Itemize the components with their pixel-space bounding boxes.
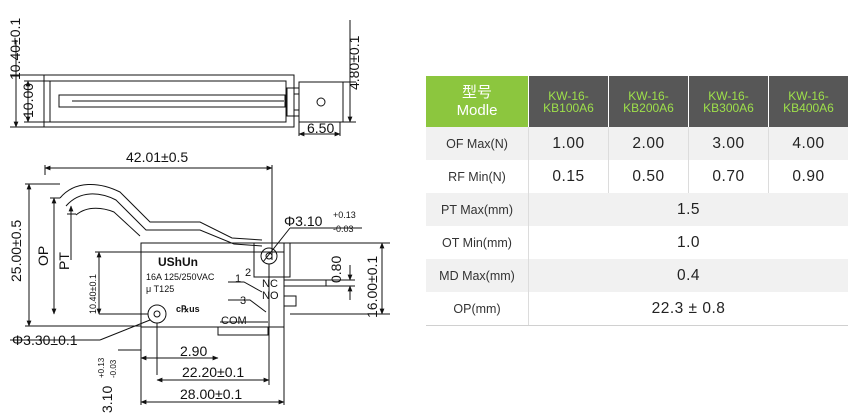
table-cell: 0.15: [528, 160, 609, 193]
terminal-3-label: 3: [240, 295, 246, 307]
spec-table: 型号 Modle KW-16- KB100A6 KW-16- KB200A6 K…: [426, 76, 848, 326]
dim-top-width: 10.40±0.1: [7, 18, 23, 80]
terminal-1-label: 1: [235, 273, 241, 285]
dim-hole-big-tol-dn: -0.03: [333, 224, 354, 234]
model-4-line1: KW-16-: [788, 88, 829, 103]
dim-body-length: 28.00±0.1: [180, 386, 242, 402]
header-model-4: KW-16- KB400A6: [768, 76, 848, 127]
model-3-line2: KB300A6: [703, 100, 754, 115]
row-label: RF Min(N): [426, 160, 529, 193]
no-label: NO: [262, 290, 279, 302]
table-cell: 1.0: [528, 226, 848, 259]
row-label: OF Max(N): [426, 127, 529, 160]
header-model-label: 型号 Modle: [426, 76, 529, 127]
top-body-outline: [43, 74, 295, 128]
header-model-3: KW-16- KB300A6: [688, 76, 769, 127]
header-model-2: KW-16- KB200A6: [608, 76, 689, 127]
spec-header-row: 型号 Modle KW-16- KB100A6 KW-16- KB200A6 K…: [426, 76, 848, 127]
model-1-line2: KB100A6: [543, 100, 594, 115]
marking-rating: 16A 125/250VAC: [146, 272, 215, 282]
dim-top-pitch: 6.50: [307, 120, 334, 136]
dim-bottom-tol-up: +0.13: [97, 357, 106, 378]
lower-hole: [147, 304, 167, 324]
dim-offset: 2.90: [180, 343, 207, 359]
top-view: [10, 20, 356, 137]
top-body-inner: [49, 80, 287, 123]
table-cell: 2.00: [608, 127, 689, 160]
top-terminal: [298, 81, 344, 123]
table-cell: 0.4: [528, 259, 848, 292]
lever-outer: [59, 183, 263, 241]
row-label: MD Max(mm): [426, 259, 529, 292]
dim-body-height: 16.00±0.1: [364, 256, 380, 318]
technical-drawing: 10.40±0.1 10.00 4.80±0.1 6.50: [0, 0, 420, 413]
row-label: PT Max(mm): [426, 193, 529, 226]
model-3-line1: KW-16-: [708, 88, 749, 103]
dim-top-body: 10.00: [20, 83, 36, 118]
dim-bottom-dia: 3.10: [99, 386, 115, 413]
table-cell: 4.00: [768, 127, 848, 160]
nc-label: NC: [262, 278, 278, 290]
model-2-line2: KB200A6: [623, 100, 674, 115]
dim-op: OP: [35, 246, 51, 266]
table-cell: 1.00: [528, 127, 609, 160]
model-1-line1: KW-16-: [548, 88, 589, 103]
table-cell: 3.00: [688, 127, 769, 160]
header-model-1: KW-16- KB100A6: [528, 76, 609, 127]
brand-logo: UShUn: [158, 255, 198, 269]
model-4-line2: KB400A6: [783, 100, 834, 115]
dim-hole-big-tol-up: +0.13: [333, 210, 356, 220]
dim-mount-height: 10.40±0.1: [88, 274, 98, 314]
table-cell: 0.70: [688, 160, 769, 193]
table-row: RF Min(N) 0.15 0.50 0.70 0.90: [426, 160, 848, 193]
table-row: OT Min(mm) 1.0: [426, 226, 848, 259]
dim-hole-small: Φ3.30±0.1: [12, 332, 78, 348]
table-row: OF Max(N) 1.00 2.00 3.00 4.00: [426, 127, 848, 160]
side-view: [10, 165, 390, 405]
switch-dimension-drawing: 10.40±0.1 10.00 4.80±0.1 6.50: [7, 18, 390, 413]
header-en: Modle: [456, 101, 498, 119]
com-label: COM: [221, 315, 247, 327]
model-2-line1: KW-16-: [628, 88, 669, 103]
table-row: MD Max(mm) 0.4: [426, 259, 848, 292]
ul-mark: c℞us: [176, 304, 200, 314]
marking-temp: μ T125: [146, 284, 174, 294]
dim-hole-distance: 22.20±0.1: [182, 364, 244, 380]
top-lever: [58, 94, 286, 108]
dim-bottom-tol-dn: -0.03: [109, 359, 118, 378]
table-cell: 0.50: [608, 160, 689, 193]
row-label: OT Min(mm): [426, 226, 529, 259]
plunger-area: [253, 242, 291, 278]
table-cell: 0.90: [768, 160, 848, 193]
terminal-2-label: 2: [245, 267, 251, 279]
lever-inner: [65, 193, 263, 247]
dim-gap: 0.80: [328, 256, 344, 283]
table-cell: 1.5: [528, 193, 848, 226]
dim-pt: PT: [56, 252, 72, 270]
table-cell: 22.3 ± 0.8: [528, 292, 848, 326]
table-row: OP(mm) 22.3 ± 0.8: [426, 292, 848, 326]
table-row: PT Max(mm) 1.5: [426, 193, 848, 226]
dim-total-height: 25.00±0.5: [8, 220, 24, 282]
top-terminal-hole: [316, 97, 326, 107]
header-cn: 型号: [461, 83, 492, 101]
dim-hole-big: Φ3.10: [284, 213, 323, 229]
dim-top-terminal: 4.80±0.1: [346, 35, 362, 90]
dim-overall-length: 42.01±0.5: [126, 149, 188, 165]
row-label: OP(mm): [426, 292, 529, 326]
